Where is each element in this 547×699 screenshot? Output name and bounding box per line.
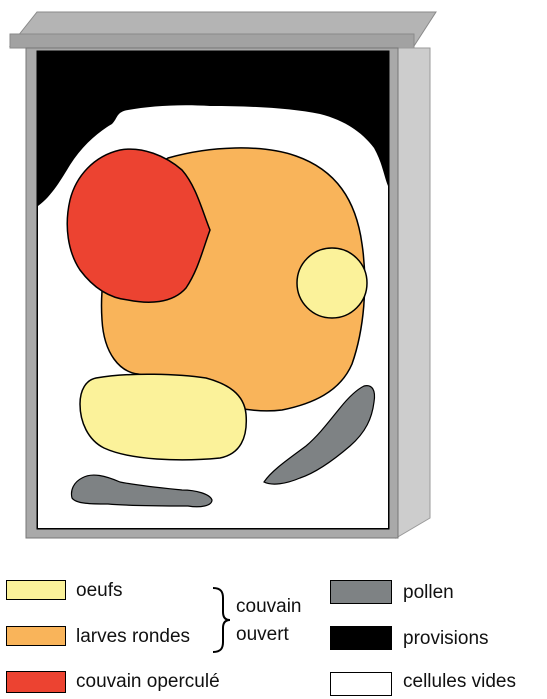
legend-label-cellules-vides: cellules vides	[403, 672, 516, 691]
legend-swatch-larves-rondes	[6, 626, 66, 646]
oeufs-circle	[297, 248, 367, 318]
legend-label-couvain-ouvert-1: couvain	[236, 597, 302, 616]
couvain-ouvert-brace	[213, 588, 230, 652]
frame-side	[396, 48, 430, 538]
legend-label-larves-rondes: larves rondes	[76, 627, 190, 646]
legend-label-couvain-ouvert-2: ouvert	[236, 625, 289, 644]
legend-label-pollen: pollen	[403, 583, 454, 602]
frame-top-bar-front	[10, 34, 414, 48]
legend-swatch-oeufs	[6, 580, 66, 600]
legend-swatch-provisions	[330, 626, 392, 650]
legend-swatch-cellules-vides	[330, 672, 392, 696]
legend-swatch-couvain-opercule	[6, 671, 66, 693]
legend-swatch-pollen	[330, 580, 392, 604]
oeufs-blob	[80, 374, 246, 460]
legend-label-provisions: provisions	[403, 629, 489, 648]
legend-label-couvain-opercule: couvain operculé	[76, 672, 220, 691]
legend-label-oeufs: oeufs	[76, 581, 122, 600]
